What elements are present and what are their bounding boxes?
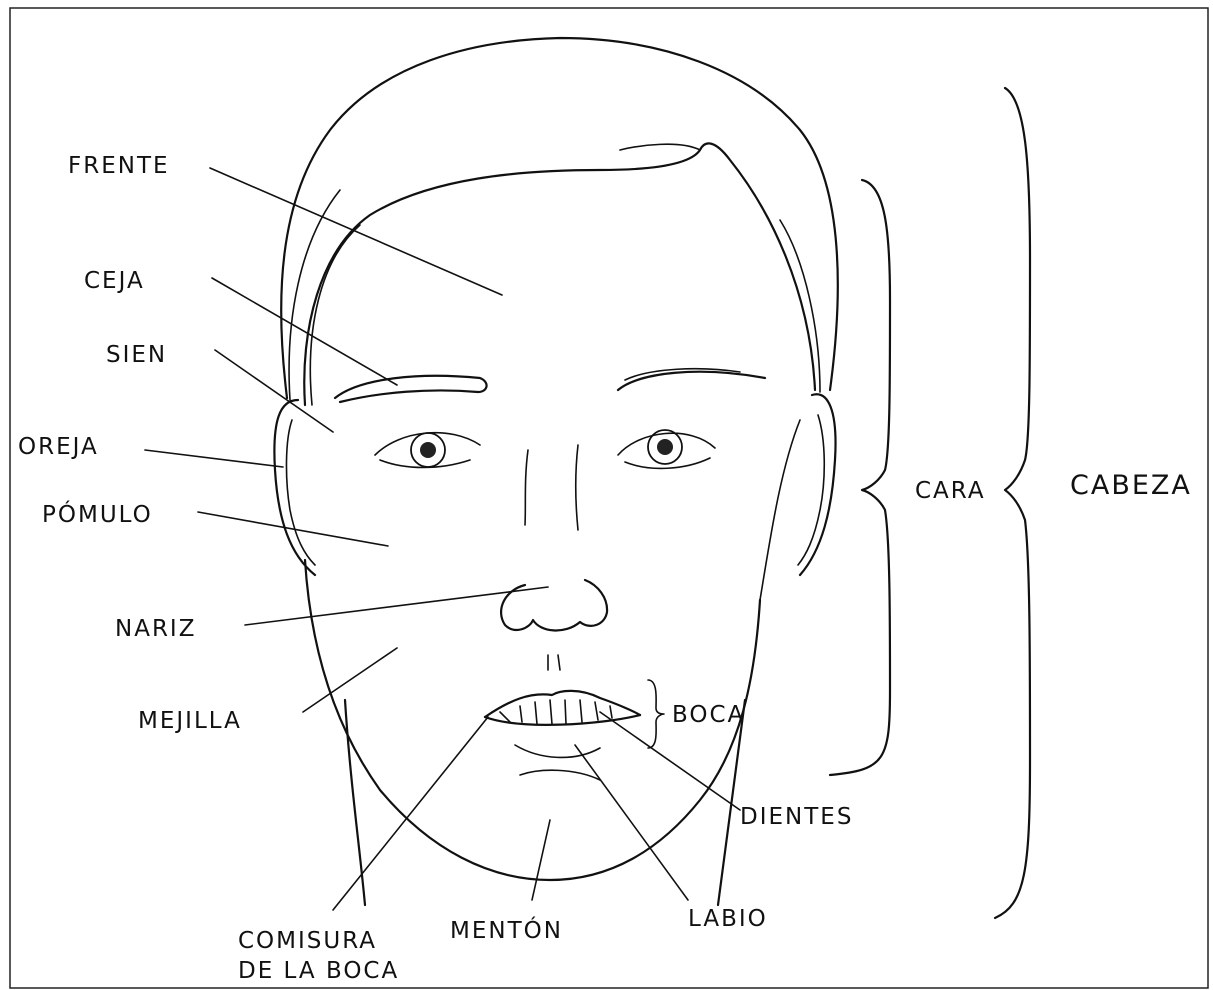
cara-brace: [830, 180, 890, 775]
label-boca: BOCA: [672, 702, 745, 728]
leader-lines: [145, 168, 740, 910]
sien-leader: [215, 350, 333, 432]
label-dientes: DIENTES: [740, 804, 853, 830]
menton-leader: [532, 820, 550, 900]
left-eye: [375, 433, 480, 468]
right-eye: [618, 430, 715, 468]
label-pomulo: PÓMULO: [42, 500, 153, 528]
label-cara: CARA: [915, 478, 986, 504]
right-ear: [798, 394, 836, 575]
pomulo-leader: [198, 512, 388, 546]
mejilla-leader: [303, 648, 397, 712]
oreja-leader: [145, 450, 283, 467]
label-frente: FRENTE: [68, 153, 170, 179]
label-mejilla: MEJILLA: [138, 708, 242, 734]
label-comisura-line1: COMISURA: [238, 928, 377, 954]
label-oreja: OREJA: [18, 434, 99, 460]
right-eyebrow: [618, 369, 765, 390]
label-sien: SIEN: [106, 342, 167, 368]
cabeza-brace: [995, 88, 1030, 918]
head-outline: [281, 38, 838, 905]
label-nariz: NARIZ: [115, 616, 196, 642]
boca-brace: [648, 680, 664, 748]
label-menton: MENTÓN: [450, 916, 563, 944]
label-comisura-line2: DE LA BOCA: [238, 958, 399, 984]
frente-leader: [210, 168, 502, 295]
mouth: [485, 691, 640, 780]
left-ear: [274, 400, 315, 575]
labio-leader: [575, 745, 688, 900]
philtrum: [548, 655, 560, 670]
label-labio: LABIO: [688, 906, 768, 932]
label-ceja: CEJA: [84, 268, 145, 294]
label-cabeza: CABEZA: [1070, 470, 1192, 501]
left-eyebrow: [335, 376, 487, 402]
nose: [501, 445, 607, 630]
